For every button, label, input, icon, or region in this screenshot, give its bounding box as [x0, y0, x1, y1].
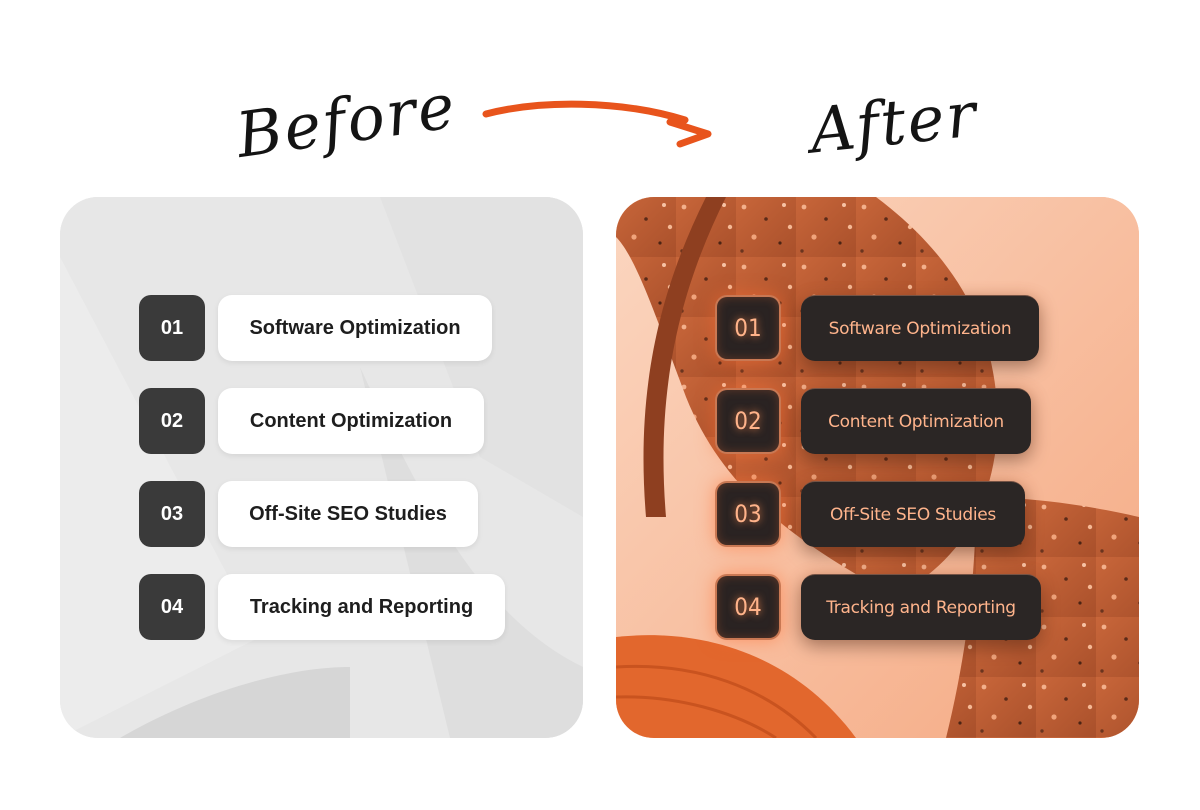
item-number: 01 — [715, 295, 781, 361]
item-number: 02 — [715, 388, 781, 454]
item-label: Off-Site SEO Studies — [801, 481, 1025, 547]
arrow-right-icon — [482, 100, 712, 148]
item-label: Tracking and Reporting — [218, 574, 505, 640]
item-number: 03 — [715, 481, 781, 547]
before-background — [60, 197, 583, 738]
before-panel: 01 Software Optimization 02 Content Opti… — [60, 197, 583, 738]
item-label: Software Optimization — [801, 295, 1039, 361]
before-heading: Before — [231, 68, 461, 173]
after-heading: After — [806, 77, 982, 168]
item-number: 03 — [139, 481, 205, 547]
item-label: Tracking and Reporting — [801, 574, 1041, 640]
after-panel: 01 Software Optimization 02 Content Opti… — [616, 197, 1139, 738]
after-background — [616, 197, 1139, 738]
item-number: 04 — [715, 574, 781, 640]
item-label: Software Optimization — [218, 295, 492, 361]
item-label: Content Optimization — [218, 388, 484, 454]
item-label: Content Optimization — [801, 388, 1031, 454]
item-number: 02 — [139, 388, 205, 454]
item-number: 04 — [139, 574, 205, 640]
item-number: 01 — [139, 295, 205, 361]
item-label: Off-Site SEO Studies — [218, 481, 478, 547]
